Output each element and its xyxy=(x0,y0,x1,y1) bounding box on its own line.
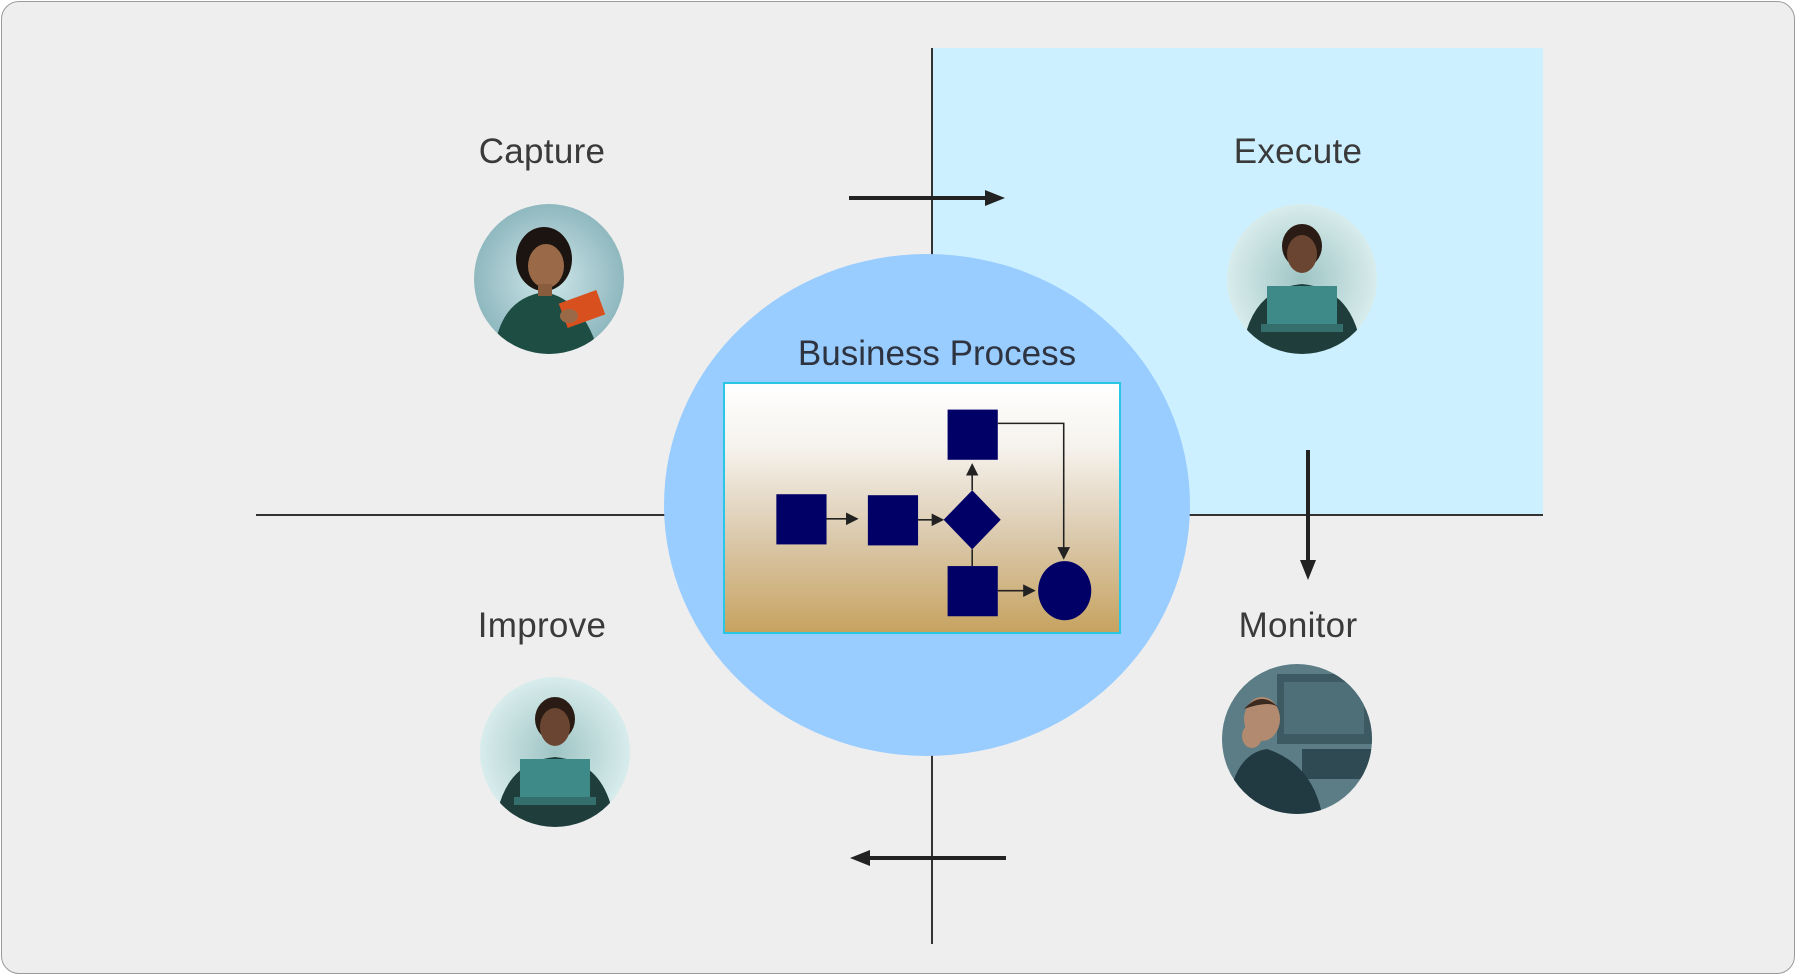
capture-person-image xyxy=(474,204,624,354)
improve-person-image xyxy=(480,677,630,827)
flow-step-box-1 xyxy=(776,494,827,545)
process-flowchart xyxy=(723,382,1121,634)
flow-decision-diamond xyxy=(943,490,1001,550)
flow-end-circle xyxy=(1038,561,1092,621)
monitor-label: Monitor xyxy=(1238,606,1358,645)
flow-step-box-3 xyxy=(947,409,998,460)
capture-label: Capture xyxy=(478,132,606,171)
business-process-title: Business Process xyxy=(797,334,1077,373)
flow-step-box-4 xyxy=(947,566,998,617)
execute-person-image xyxy=(1227,204,1377,354)
execute-label: Execute xyxy=(1233,132,1363,171)
arrow-capture-to-execute xyxy=(847,188,1007,208)
arrow-monitor-to-improve xyxy=(848,848,1008,868)
flow-step-box-2 xyxy=(867,495,919,546)
monitor-person-image xyxy=(1222,664,1372,814)
arrow-execute-to-monitor xyxy=(1298,448,1318,582)
improve-label: Improve xyxy=(477,606,607,645)
